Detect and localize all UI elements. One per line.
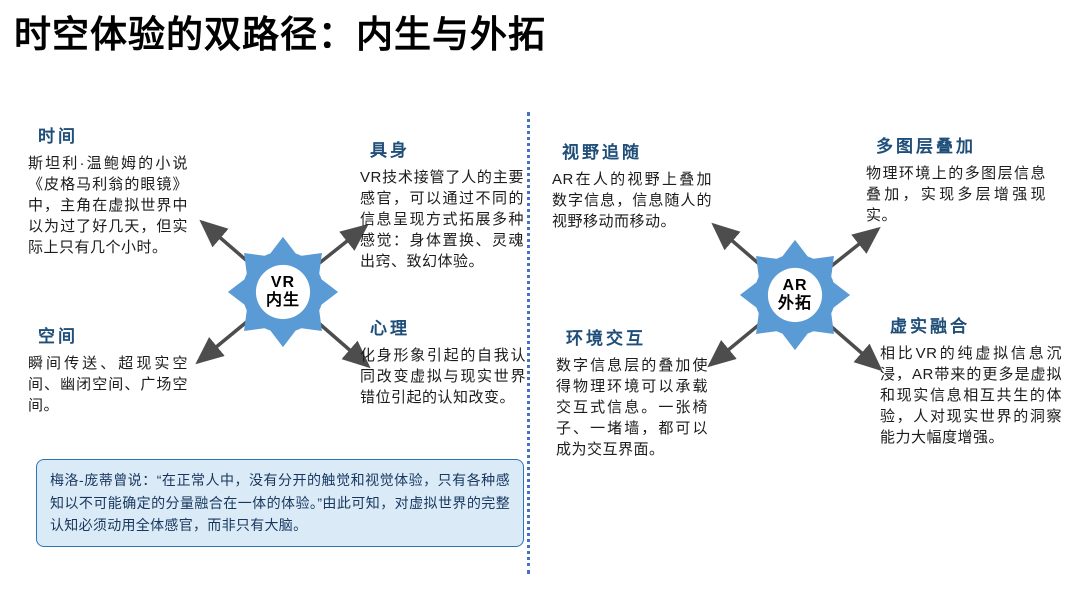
center-divider: [527, 112, 530, 574]
vr-gear-icon: VR 内生: [225, 234, 341, 350]
ar-gear-icon: AR 外拓: [737, 237, 853, 353]
section-heading: 空间: [38, 327, 78, 346]
section-body: VR技术接管了人的主要感官，可以通过不同的信息呈现方式拓展多种感觉：身体置换、灵…: [360, 169, 524, 270]
section-heading: 视野追随: [562, 143, 642, 162]
section-heading: 多图层叠加: [876, 137, 976, 156]
section-body: 相比VR的纯虚拟信息沉浸，AR带来的更多是虚拟和现实信息相互共生的体验，人对现实…: [880, 345, 1062, 446]
section-body: 化身形象引起的自我认同改变虚拟与现实世界错位引起的认知改变。: [360, 347, 526, 406]
section-embodiment: 具身 VR技术接管了人的主要感官，可以通过不同的信息呈现方式拓展多种感觉：身体置…: [360, 136, 524, 272]
section-vision-follow: 视野追随 AR在人的视野上叠加数字信息，信息随人的视野移动而移动。: [552, 138, 712, 232]
section-heading: 虚实融合: [890, 317, 970, 336]
ar-hub-label: AR 外拓: [737, 237, 853, 353]
section-space: 空间 瞬间传送、超现实空间、幽闭空间、广场空间。: [28, 322, 188, 416]
section-body: AR在人的视野上叠加数字信息，信息随人的视野移动而移动。: [552, 171, 712, 230]
page-title: 时空体验的双路径：内生与外拓: [14, 14, 546, 55]
section-environment-interaction: 环境交互 数字信息层的叠加使得物理环境可以承载交互式信息。一张椅子、一堵墙，都可…: [556, 324, 708, 460]
quote-box: 梅洛-庞蒂曾说：“在正常人中，没有分开的触觉和视觉体验，只有各种感知以不可能确定…: [36, 459, 524, 548]
section-heading: 时间: [38, 127, 78, 146]
section-heading: 具身: [370, 141, 410, 160]
section-body: 斯坦利·温鲍姆的小说《皮格马利翁的眼镜》中，主角在虚拟世界中以为过了好几天，但实…: [28, 155, 188, 256]
section-virtual-real-fusion: 虚实融合 相比VR的纯虚拟信息沉浸，AR带来的更多是虚拟和现实信息相互共生的体验…: [880, 312, 1062, 448]
section-multilayer: 多图层叠加 物理环境上的多图层信息叠加，实现多层增强现实。: [866, 132, 1046, 226]
hub-line1: AR: [782, 276, 808, 294]
section-body: 瞬间传送、超现实空间、幽闭空间、广场空间。: [28, 355, 188, 414]
hub-line2: 内生: [265, 292, 300, 309]
section-time: 时间 斯坦利·温鲍姆的小说《皮格马利翁的眼镜》中，主角在虚拟世界中以为过了好几天…: [28, 122, 188, 258]
section-heading: 环境交互: [566, 329, 646, 348]
hub-line2: 外拓: [777, 295, 812, 312]
hub-line1: VR: [270, 273, 296, 291]
section-psychology: 心理 化身形象引起的自我认同改变虚拟与现实世界错位引起的认知改变。: [360, 314, 526, 408]
section-body: 数字信息层的叠加使得物理环境可以承载交互式信息。一张椅子、一堵墙，都可以成为交互…: [556, 357, 708, 458]
section-body: 物理环境上的多图层信息叠加，实现多层增强现实。: [866, 165, 1046, 224]
section-heading: 心理: [370, 319, 410, 338]
vr-hub-label: VR 内生: [225, 234, 341, 350]
